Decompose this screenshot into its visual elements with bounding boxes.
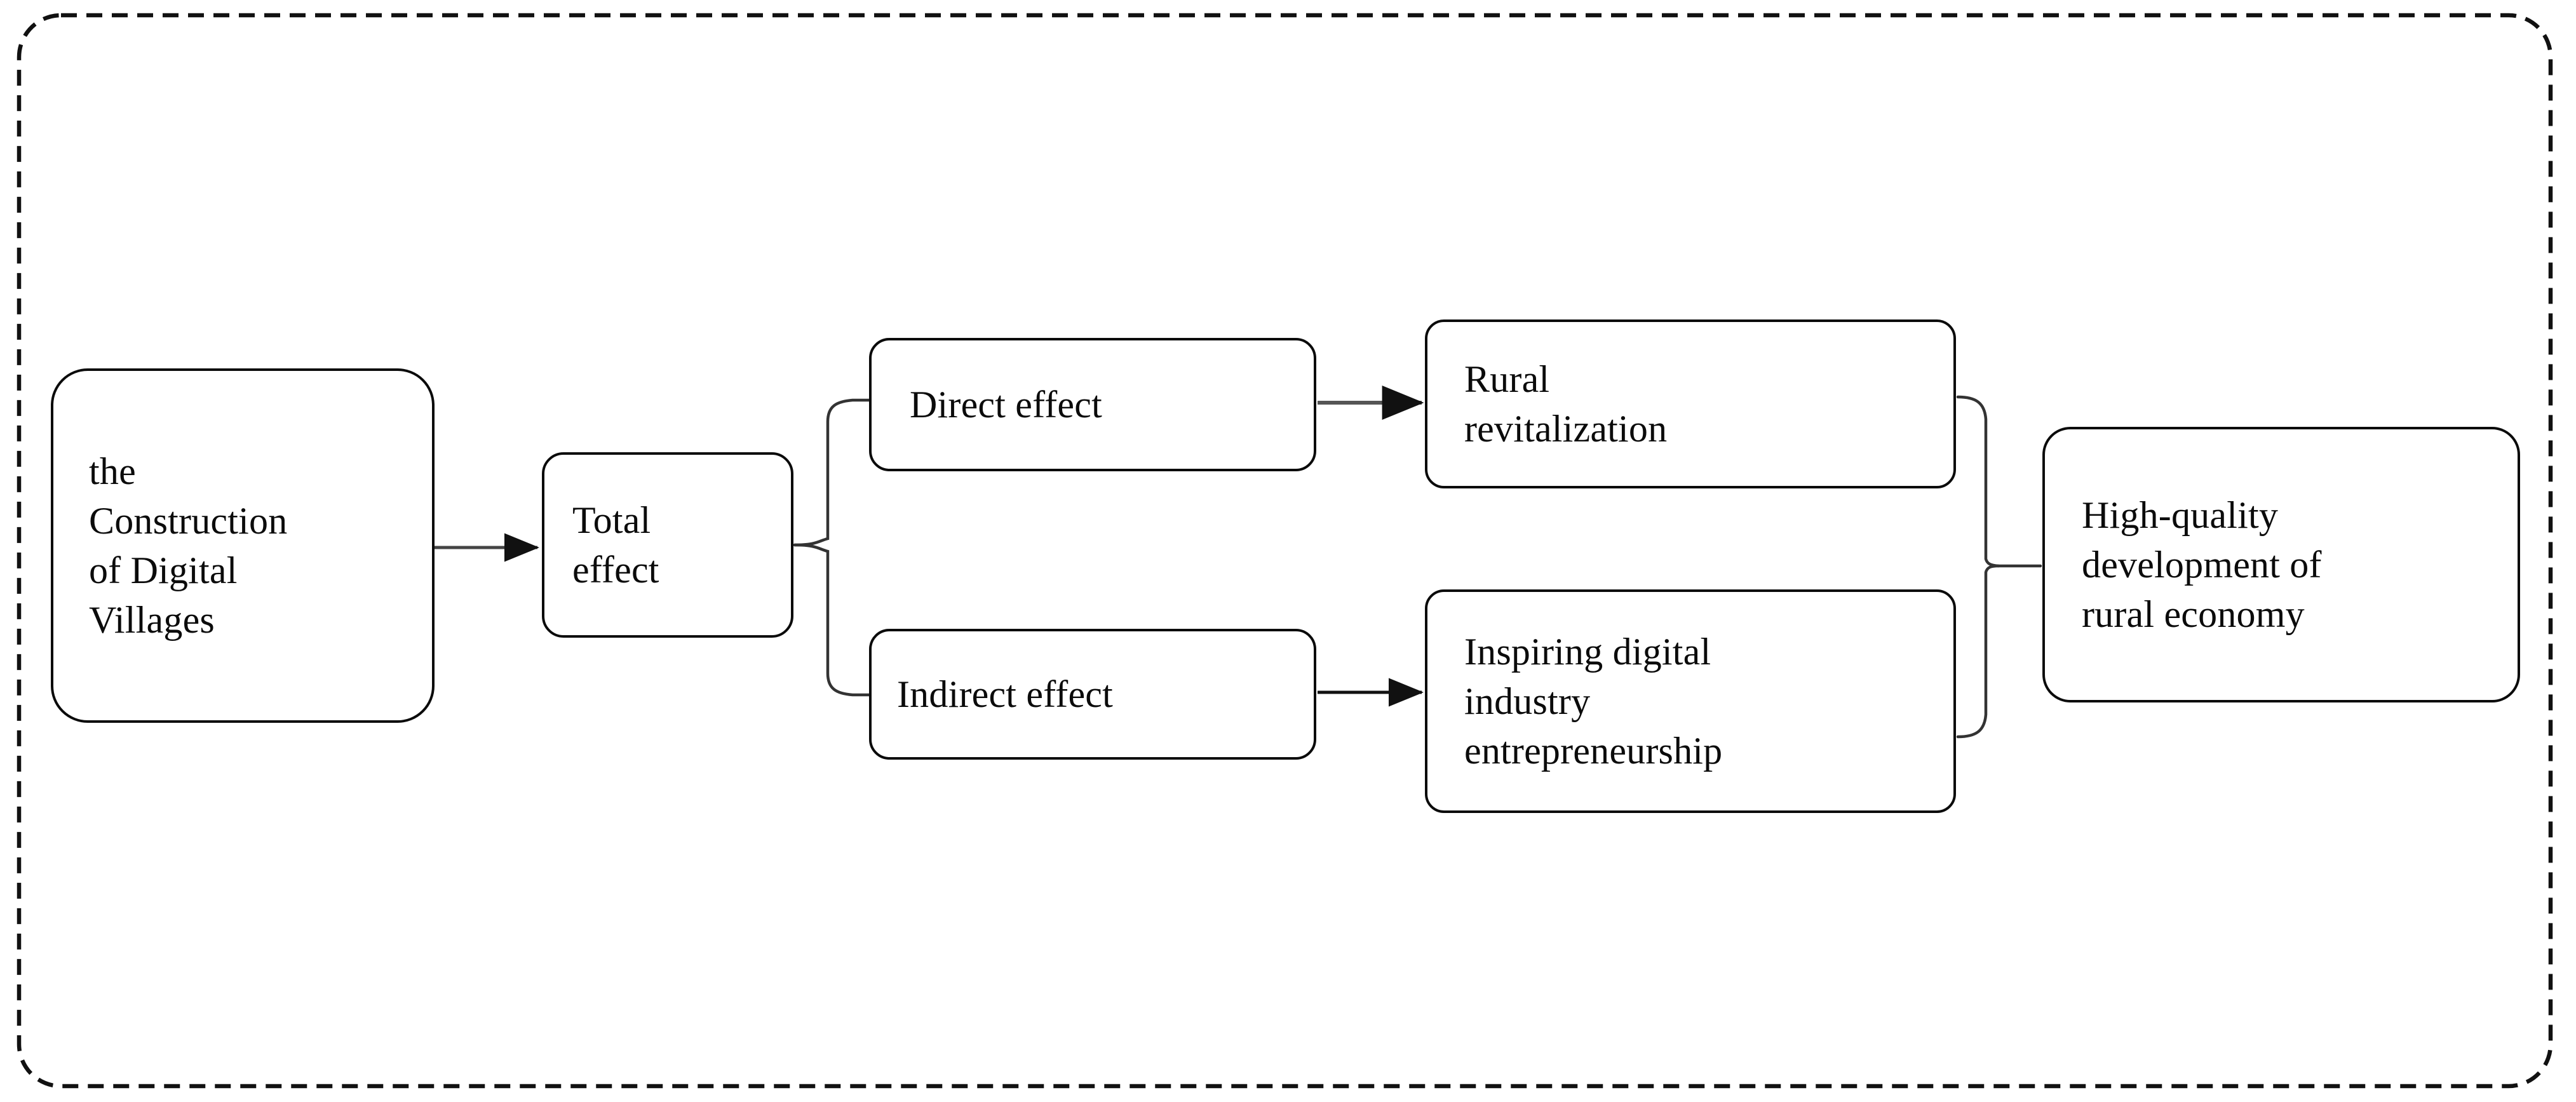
node-rural-revitalization[interactable]: Rural revitalization bbox=[1425, 319, 1956, 488]
edge-rural-revitalization-merge-bracket bbox=[1956, 395, 2042, 568]
node-indirect-effect-label: Indirect effect bbox=[897, 673, 1114, 715]
node-total-effect-label: Total effect bbox=[572, 499, 659, 591]
node-digital-entrepreneurship-label: Inspiring digital industry entrepreneurs… bbox=[1464, 631, 1723, 772]
node-total-effect[interactable]: Total effect bbox=[542, 452, 793, 638]
node-construction-label: the Construction of Digital Villages bbox=[89, 450, 288, 641]
node-direct-effect-label: Direct effect bbox=[910, 384, 1102, 426]
node-high-quality-development-label: High-quality development of rural econom… bbox=[2082, 494, 2322, 635]
node-construction[interactable]: the Construction of Digital Villages bbox=[51, 368, 435, 723]
edge-total-effect-split-bracket bbox=[793, 398, 873, 547]
node-rural-revitalization-label: Rural revitalization bbox=[1464, 358, 1668, 450]
node-indirect-effect[interactable]: Indirect effect bbox=[869, 629, 1316, 760]
node-digital-entrepreneurship[interactable]: Inspiring digital industry entrepreneurs… bbox=[1425, 589, 1956, 813]
dashed-frame bbox=[17, 13, 2553, 1089]
node-direct-effect[interactable]: Direct effect bbox=[869, 338, 1316, 471]
node-high-quality-development[interactable]: High-quality development of rural econom… bbox=[2042, 427, 2520, 702]
edge-total-effect-split-bracket-lower bbox=[793, 543, 873, 697]
edge-digital-entrepreneurship-merge-bracket bbox=[1956, 564, 2000, 739]
